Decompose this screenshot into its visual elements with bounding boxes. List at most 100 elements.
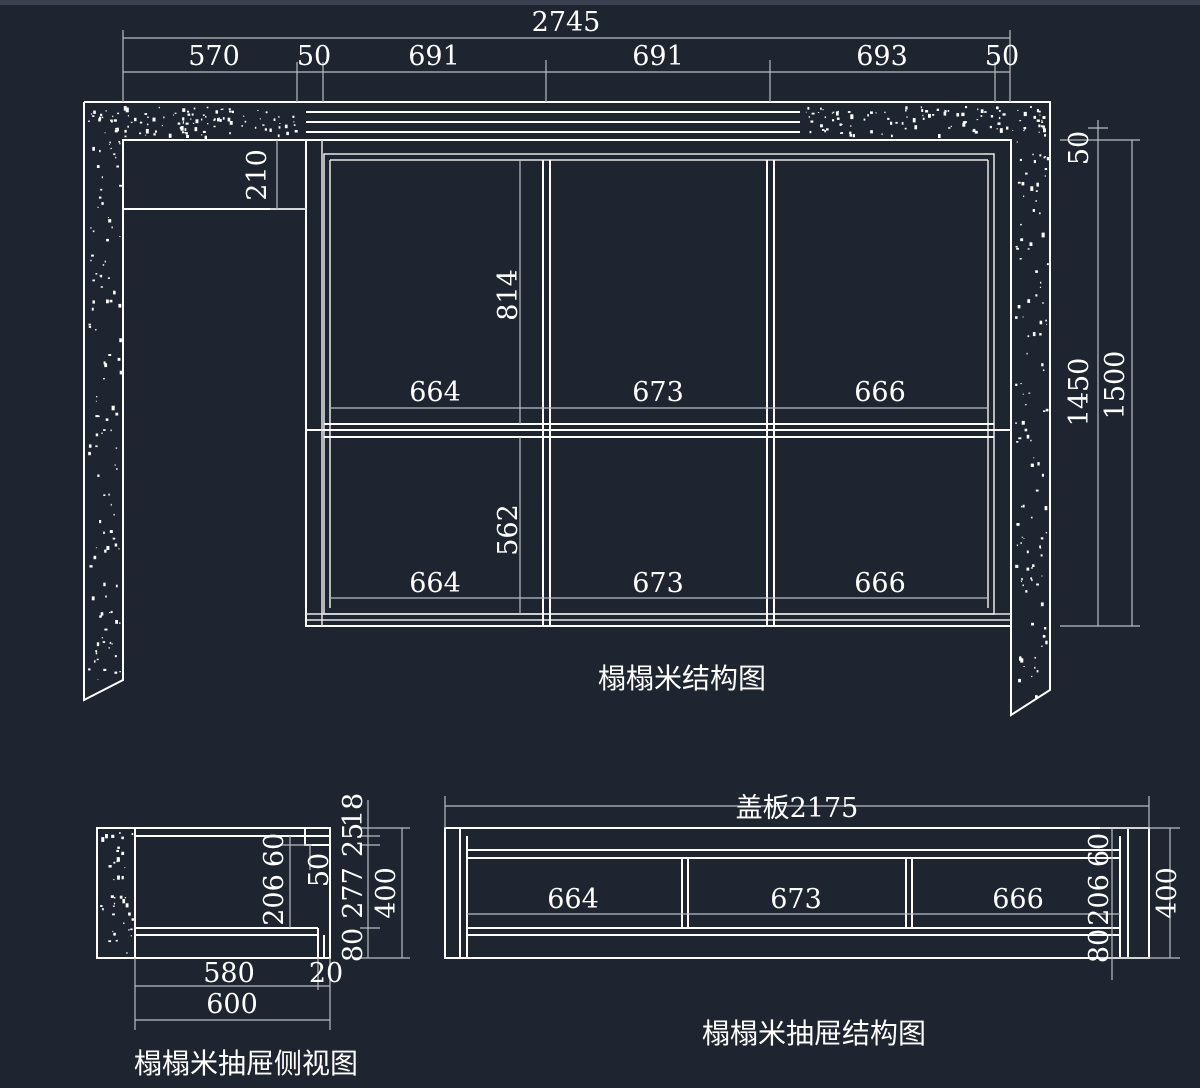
hatch-speck	[145, 129, 149, 134]
hatch-speck	[116, 468, 118, 470]
hatch-speck	[1033, 457, 1035, 459]
hatch-speck	[195, 119, 199, 124]
hatch-speck	[104, 549, 107, 553]
hatch-speck	[920, 106, 923, 109]
hatch-speck	[134, 117, 137, 122]
hatch-speck	[837, 110, 839, 113]
drawer-side-view	[96, 800, 410, 1030]
hatch-speck	[887, 117, 890, 120]
frame-outer	[305, 139, 1012, 627]
middle-rail	[306, 423, 1011, 438]
dim-lower-width-3: 666	[854, 568, 906, 599]
hatch-speck	[95, 273, 98, 275]
dim-top-segment-4: 691	[632, 41, 684, 72]
hatch-speck	[1035, 695, 1038, 699]
hatch-speck	[118, 303, 122, 308]
hatch-speck	[1017, 305, 1021, 309]
hatch-speck	[182, 108, 186, 112]
hatch-speck	[112, 905, 115, 907]
hatch-speck	[936, 108, 940, 111]
hatch-speck	[204, 135, 207, 140]
hatch-speck	[1030, 439, 1032, 442]
hatch-speck	[215, 110, 218, 114]
hatch-speck	[1045, 319, 1047, 322]
hatch-speck	[104, 260, 106, 263]
hatch-speck	[101, 176, 103, 179]
hatch-speck	[108, 940, 112, 943]
hatch-speck	[805, 111, 807, 113]
hatch-speck	[115, 412, 119, 416]
hatch-speck	[114, 897, 116, 899]
hatch-speck	[88, 120, 90, 122]
hatch-speck	[824, 130, 827, 133]
hatch-speck	[96, 642, 100, 647]
hatch-speck	[932, 114, 935, 116]
hatch-speck	[977, 108, 979, 111]
hatch-speck	[92, 115, 95, 117]
hatch-speck	[93, 110, 96, 114]
hatch-speck	[836, 111, 839, 116]
hatch-speck	[1016, 247, 1019, 250]
hatch-speck	[905, 106, 908, 110]
hatch-speck	[1036, 109, 1039, 113]
dim-line-widths	[330, 407, 988, 599]
hatch-speck	[112, 115, 114, 117]
hatch-speck	[113, 513, 115, 516]
hatch-speck	[1032, 209, 1035, 212]
hatch-speck	[1043, 156, 1046, 159]
dim-side-height: 400	[371, 867, 402, 919]
hatch-speck	[1023, 666, 1025, 667]
hatch-speck	[119, 184, 122, 187]
drawer-side-body	[135, 827, 331, 959]
hatch-speck	[998, 110, 1001, 112]
hatch-speck	[95, 547, 98, 549]
dim-line-overall	[122, 30, 1011, 102]
hatch-speck	[115, 584, 118, 588]
dim-drawer-width-1: 664	[547, 884, 599, 915]
hatch-speck	[92, 230, 95, 233]
hatch-speck	[1041, 232, 1045, 238]
hatch-speck	[831, 112, 834, 114]
hatch-speck	[974, 130, 978, 134]
hatch-speck	[1021, 536, 1024, 538]
hatch-speck	[1044, 627, 1047, 630]
hatch-speck	[1035, 294, 1038, 297]
hatch-speck	[110, 610, 113, 614]
drawer-end-boards	[459, 828, 1129, 958]
left-wall	[83, 101, 306, 702]
hatch-speck	[201, 134, 203, 136]
hatch-speck	[244, 120, 247, 123]
dim-cover-board: 盖板2175	[736, 793, 859, 824]
hatch-speck	[278, 126, 281, 129]
top-boards	[306, 101, 800, 133]
hatch-speck	[109, 299, 113, 303]
hatch-speck	[104, 628, 108, 631]
hatch-speck	[1040, 602, 1044, 607]
hatch-speck	[1026, 567, 1030, 571]
hatch-speck	[118, 548, 120, 550]
hatch-speck	[241, 125, 243, 127]
dim-side-small: 50	[304, 853, 335, 887]
hatch-speck	[102, 908, 104, 911]
hatch-speck	[186, 135, 189, 138]
hatch-speck	[1041, 363, 1044, 367]
title-main-structure: 榻榻米结构图	[598, 662, 766, 695]
hatch-speck	[207, 123, 209, 125]
hatch-speck	[121, 851, 125, 855]
hatch-speck	[1021, 420, 1025, 425]
hatch-speck	[191, 113, 194, 116]
hatch-speck	[870, 111, 873, 114]
hatch-speck	[1032, 153, 1034, 156]
hatch-speck	[257, 110, 259, 111]
hatch-speck	[1020, 223, 1022, 226]
drawer-side-wall-hatch	[100, 832, 135, 954]
hatch-speck	[922, 114, 924, 117]
hatch-speck	[108, 865, 112, 868]
hatch-speck	[97, 474, 100, 477]
hatch-speck	[179, 127, 183, 129]
hatch-speck	[115, 447, 118, 449]
hatch-speck	[112, 537, 116, 540]
hatch-speck	[875, 112, 877, 114]
hatch-speck	[1040, 537, 1044, 540]
dim-side-thickness: 20	[309, 958, 343, 989]
